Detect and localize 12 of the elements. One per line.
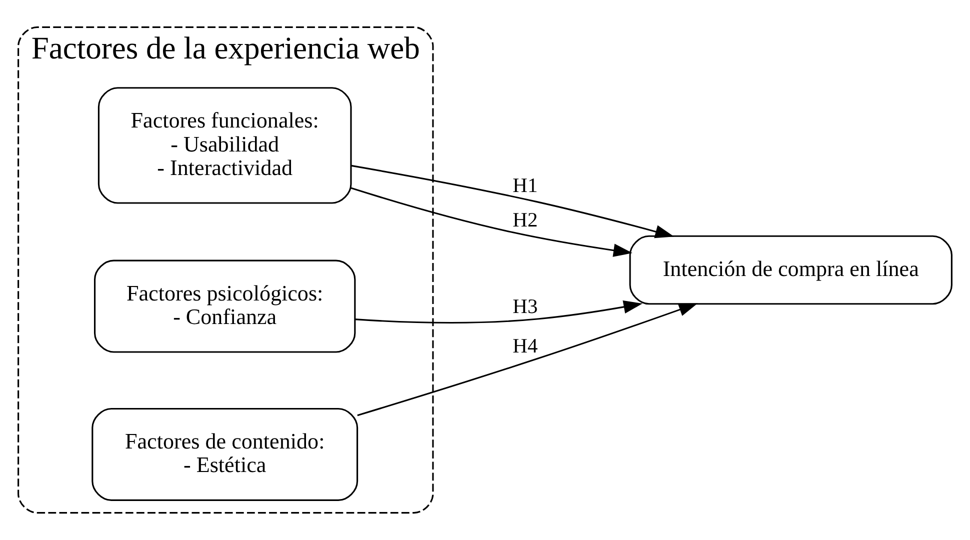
arrow [357,303,698,416]
node-box: Factores de contenido: - Estética [92,408,358,501]
edge-label: H4 [512,336,538,358]
edge-label: H2 [512,209,538,232]
node-box: Factores funcionales: - Usabilidad - Interactividad [98,87,352,204]
node-box: Factores psicológicos: - Confianza [94,260,356,353]
edge-label: H3 [512,296,538,318]
node-box: Intención de compra en línea [629,235,952,305]
arrow [350,187,632,257]
arrow [351,164,674,238]
arrow [354,300,643,324]
edge-label: H1 [512,174,538,197]
